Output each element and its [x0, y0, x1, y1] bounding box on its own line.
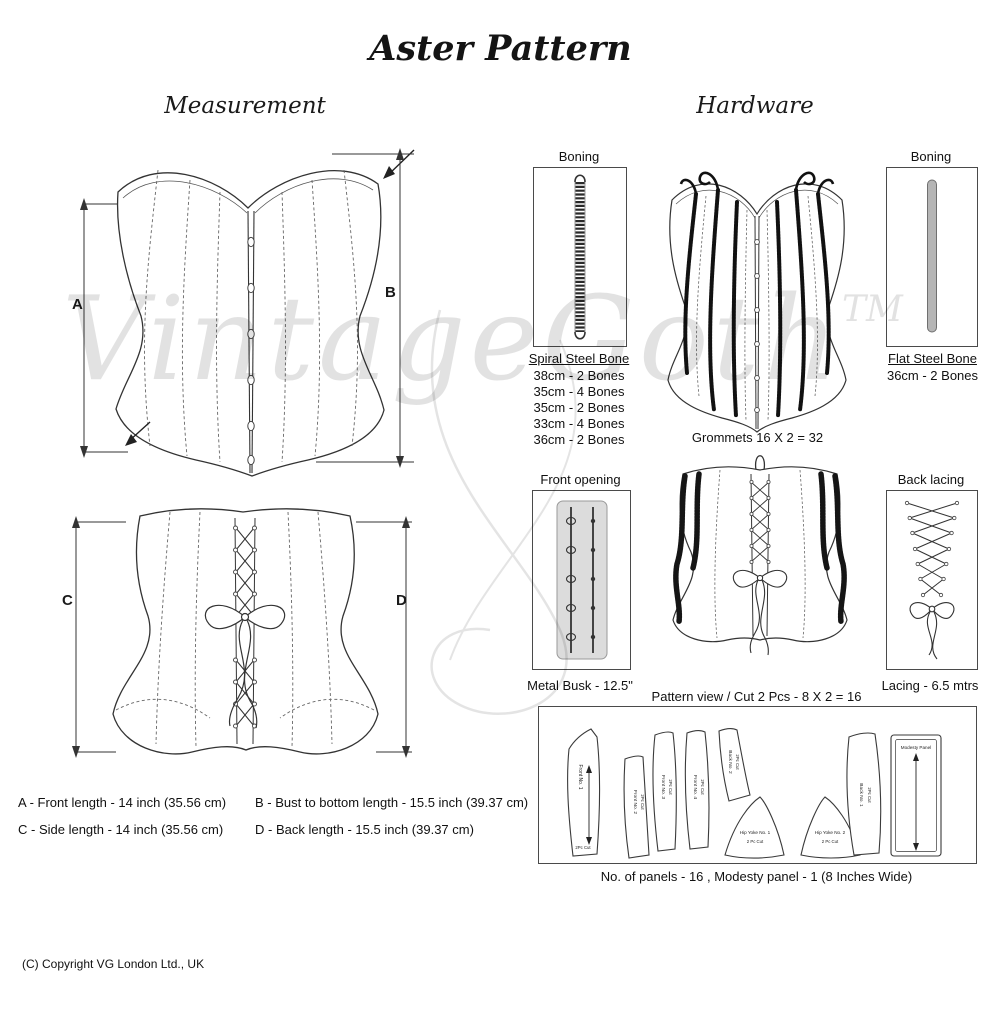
spiral-size-3: 35cm - 2 Bones	[533, 400, 625, 415]
piece-cut-label: 2Pc Cut	[700, 779, 705, 795]
front-corset-measurement-diagram	[80, 148, 415, 477]
spiral-size-5: 36cm - 2 Bones	[533, 432, 625, 447]
piece-cut-label: 2Pc Cut	[640, 794, 645, 810]
grommets-caption: Grommets 16 X 2 = 32	[691, 430, 824, 445]
grommets	[904, 500, 960, 598]
lacing-icon	[904, 500, 960, 660]
marker-D: D	[396, 592, 407, 609]
lacing-box	[886, 490, 978, 670]
measure-line-A	[83, 203, 128, 453]
busk-studs	[590, 518, 596, 640]
grommets	[749, 480, 771, 565]
piece-label: Front No. 4	[692, 775, 698, 799]
piece-cut-label: 2 Pc Cut	[747, 839, 764, 844]
lacing-bow	[204, 604, 286, 729]
back-corset-measurement-diagram	[72, 508, 412, 758]
pattern-footer: No. of panels - 16 , Modesty panel - 1 (…	[600, 869, 913, 884]
boned-corset-front-diagram	[667, 171, 847, 433]
piece-label: Front No. 1	[577, 764, 583, 789]
piece-label: Back No. 2	[727, 750, 733, 774]
pattern-view-box: Front No. 1 2Pc Cut Front No. 2 2Pc Cut …	[538, 706, 977, 864]
pattern-pieces-diagram: Front No. 1 2Pc Cut Front No. 2 2Pc Cut …	[567, 728, 942, 859]
grain-arrows	[588, 759, 917, 845]
side-boning-bands	[673, 471, 847, 625]
busk-loops	[247, 236, 255, 466]
flat-bone-icon	[927, 179, 937, 333]
laced-corset-back-diagram	[672, 455, 848, 656]
busk-caption: Metal Busk - 12.5"	[527, 678, 633, 693]
spiral-boning-label: Boning	[558, 149, 600, 164]
spiral-size-4: 33cm - 4 Bones	[533, 416, 625, 431]
busk-loops	[754, 239, 760, 413]
flat-bone-name: Flat Steel Bone	[888, 351, 977, 366]
piece-label: Modesty Panel	[901, 745, 931, 750]
note-back-length: D - Back length - 15.5 inch (39.37 cm)	[255, 822, 474, 837]
measure-line-C	[75, 521, 126, 753]
piece-cut-label: 2Pc Cut	[575, 845, 591, 850]
hardware-heading: Hardware	[696, 93, 814, 119]
grommets	[233, 525, 257, 729]
spiral-bones	[683, 188, 831, 418]
spiral-bone-icon	[574, 174, 586, 340]
note-bust-bottom-length: B - Bust to bottom length - 15.5 inch (3…	[255, 795, 529, 810]
piece-cut-label: 2Pc Cut	[668, 779, 673, 795]
lacing-caption: Lacing - 6.5 mtrs	[881, 678, 979, 693]
flat-size-1: 36cm - 2 Bones	[886, 368, 979, 383]
marker-A: A	[72, 296, 83, 313]
busk-box	[532, 490, 631, 670]
lacing-bow	[732, 569, 788, 656]
piece-cut-label: 2Pc Cut	[867, 787, 872, 803]
flat-boning-label: Boning	[910, 149, 952, 164]
copyright-text: (C) Copyright VG London Ltd., UK	[22, 957, 205, 971]
front-opening-label: Front opening	[540, 472, 621, 487]
piece-label: Back No. 1	[858, 783, 864, 807]
bow	[909, 602, 955, 660]
flat-bone-box	[886, 167, 978, 347]
piece-label: Hip Yoke No. 2	[815, 830, 846, 835]
page-title: Aster Pattern	[369, 28, 632, 69]
piece-label: Front No. 3	[660, 775, 666, 799]
marker-B: B	[385, 284, 396, 301]
back-lacing-label: Back lacing	[897, 472, 965, 487]
piece-cut-label: 2 Pc Cut	[822, 839, 839, 844]
busk-hooks	[565, 516, 577, 642]
spiral-bone-box	[533, 167, 627, 347]
metal-busk-icon	[556, 500, 608, 660]
measurement-heading: Measurement	[164, 93, 326, 119]
spiral-bone-name: Spiral Steel Bone	[528, 351, 630, 366]
note-front-length: A - Front length - 14 inch (35.56 cm)	[18, 795, 227, 810]
marker-C: C	[62, 592, 73, 609]
piece-label: Hip Yoke No. 1	[740, 830, 771, 835]
piece-label: Front No. 2	[632, 790, 638, 814]
note-side-length: C - Side length - 14 inch (35.56 cm)	[18, 822, 224, 837]
piece-cut-label: 2Pc Cut	[735, 754, 740, 770]
spiral-size-1: 38cm - 2 Bones	[533, 368, 625, 383]
pattern-view-title: Pattern view / Cut 2 Pcs - 8 X 2 = 16	[651, 689, 862, 704]
bone-curled-ends	[679, 171, 835, 195]
spiral-size-2: 35cm - 4 Bones	[533, 384, 625, 399]
